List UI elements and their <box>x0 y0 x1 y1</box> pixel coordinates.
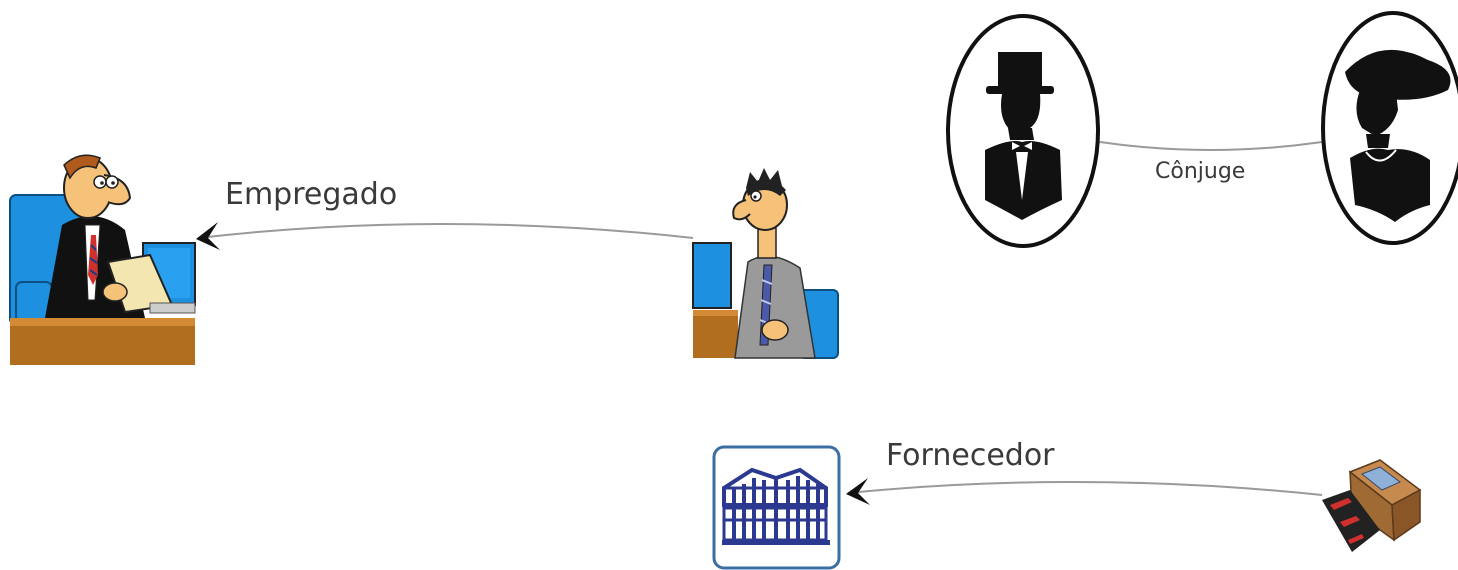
building-icon <box>714 447 839 568</box>
woman-hat-silhouette-icon <box>1323 13 1458 243</box>
edge-empregado[interactable]: Empregado <box>196 177 693 250</box>
man-top-hat-silhouette-icon <box>948 16 1098 246</box>
node-wife[interactable] <box>1323 13 1458 243</box>
node-husband[interactable] <box>948 16 1098 246</box>
cardboard-box-icon <box>1322 460 1420 552</box>
edge-label-empregado: Empregado <box>225 177 397 212</box>
office-employee-icon <box>693 168 838 358</box>
edge-label-fornecedor: Fornecedor <box>886 438 1055 473</box>
node-employee[interactable] <box>693 168 838 358</box>
edge-fornecedor[interactable]: Fornecedor <box>846 438 1322 505</box>
edge-conjuge[interactable]: Cônjuge <box>1100 142 1322 184</box>
node-company[interactable] <box>714 447 839 568</box>
node-boss[interactable] <box>10 155 195 365</box>
node-supplier[interactable] <box>1322 460 1420 552</box>
edge-label-conjuge: Cônjuge <box>1155 159 1245 184</box>
office-boss-at-desk-icon <box>10 155 195 365</box>
